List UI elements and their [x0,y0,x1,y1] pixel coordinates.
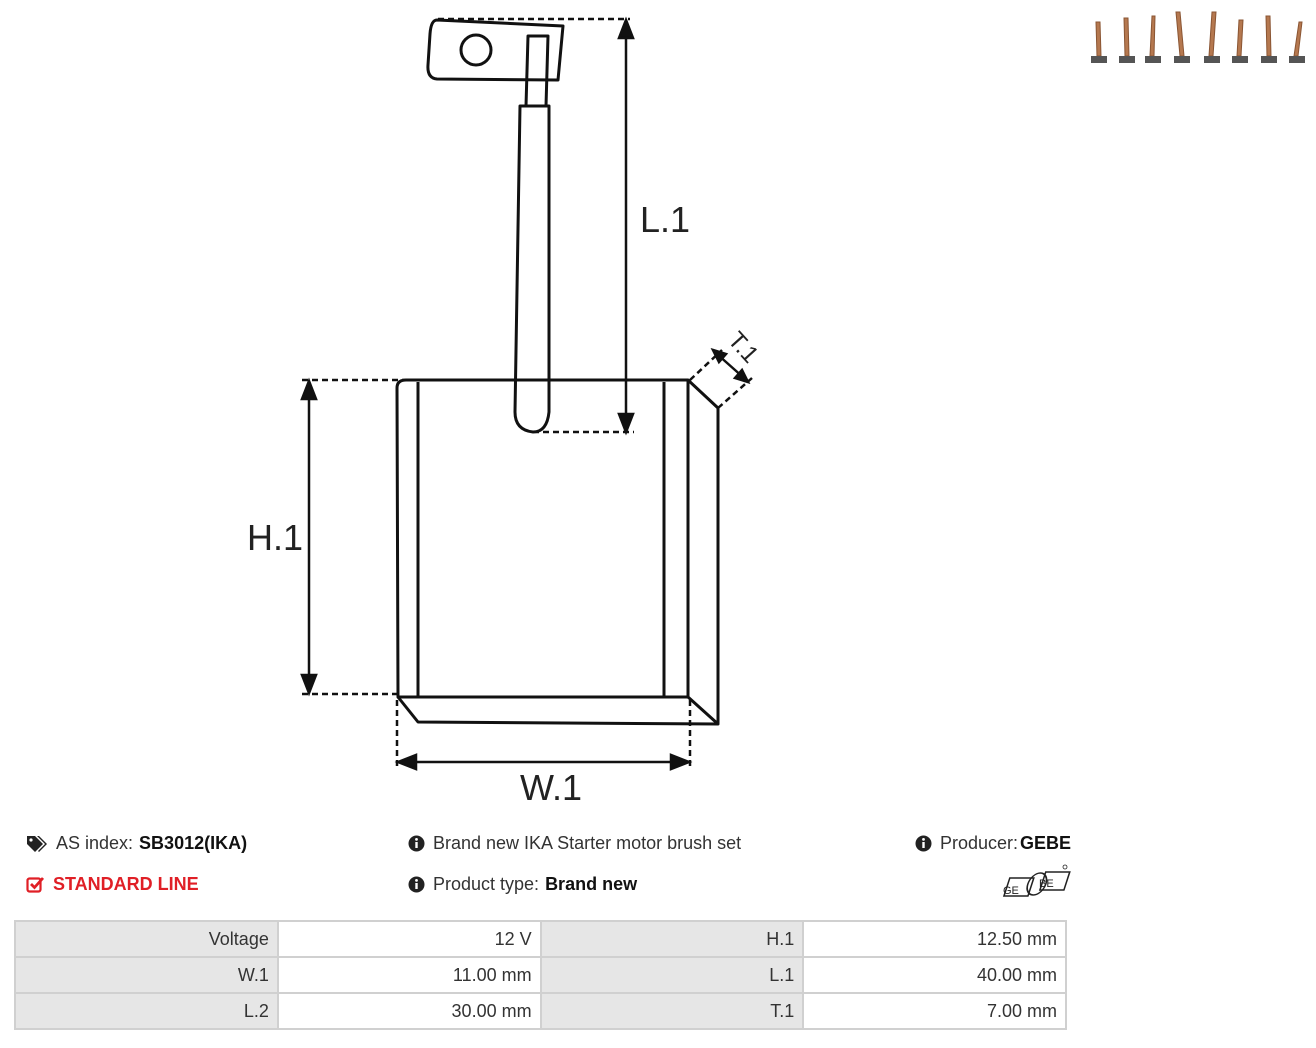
info-circle-icon [408,835,425,852]
standard-line-text: STANDARD LINE [53,874,199,894]
product-description: Brand new IKA Starter motor brush set [408,833,747,854]
spec-key: W.1 [16,958,277,992]
terminal-lug [426,18,565,82]
logo-text-ge: GE [1003,885,1019,897]
spec-key: L.1 [541,958,803,992]
l1-label: L.1 [640,199,690,240]
shunt-wire [513,104,551,434]
spec-value: 12.50 mm [804,922,1065,956]
spec-value: 7.00 mm [804,994,1065,1028]
producer: Producer: GEBE [915,833,1071,854]
as-index-label: AS index: [56,833,134,853]
w1-label: W.1 [520,767,582,808]
producer-label: Producer: [940,833,1019,853]
logo-text-be: BE [1039,878,1054,890]
table-row: W.1 11.00 mm L.1 40.00 mm [16,958,1065,992]
standard-line-badge: STANDARD LINE [26,874,199,895]
product-type-label: Product type: [433,874,540,894]
table-row: Voltage 12 V H.1 12.50 mm [16,922,1065,956]
spec-key: L.2 [16,994,277,1028]
spec-value: 12 V [278,922,540,956]
info-circle-icon [915,835,932,852]
specifications-table: Voltage 12 V H.1 12.50 mm W.1 11.00 mm L… [14,920,1067,1030]
spec-value: 11.00 mm [278,958,540,992]
as-index: AS index: SB3012(IKA) [26,833,247,854]
lug-hole [459,33,493,67]
spec-value: 30.00 mm [278,994,540,1028]
description-text: Brand new IKA Starter motor brush set [433,833,742,853]
producer-value: GEBE [1020,833,1072,853]
info-circle-icon [408,876,425,893]
product-type: Product type: Brand new [408,874,637,895]
tags-icon [26,835,48,853]
spec-value: 40.00 mm [804,958,1065,992]
spec-key: T.1 [541,994,803,1028]
spec-key: Voltage [16,922,277,956]
table-row: L.2 30.00 mm T.1 7.00 mm [16,994,1065,1028]
t1-label: T.1 [722,327,763,369]
h1-label: H.1 [247,517,303,558]
as-index-value: SB3012(IKA) [139,833,248,853]
product-photo-thumbnail[interactable] [1088,6,1310,68]
product-type-value: Brand new [545,874,638,894]
gebe-logo: GE BE [1002,864,1071,897]
brush-dimension-diagram: L.1 H.1 W.1 T.1 [247,16,764,808]
spec-key: H.1 [541,922,803,956]
check-square-icon [26,876,45,893]
